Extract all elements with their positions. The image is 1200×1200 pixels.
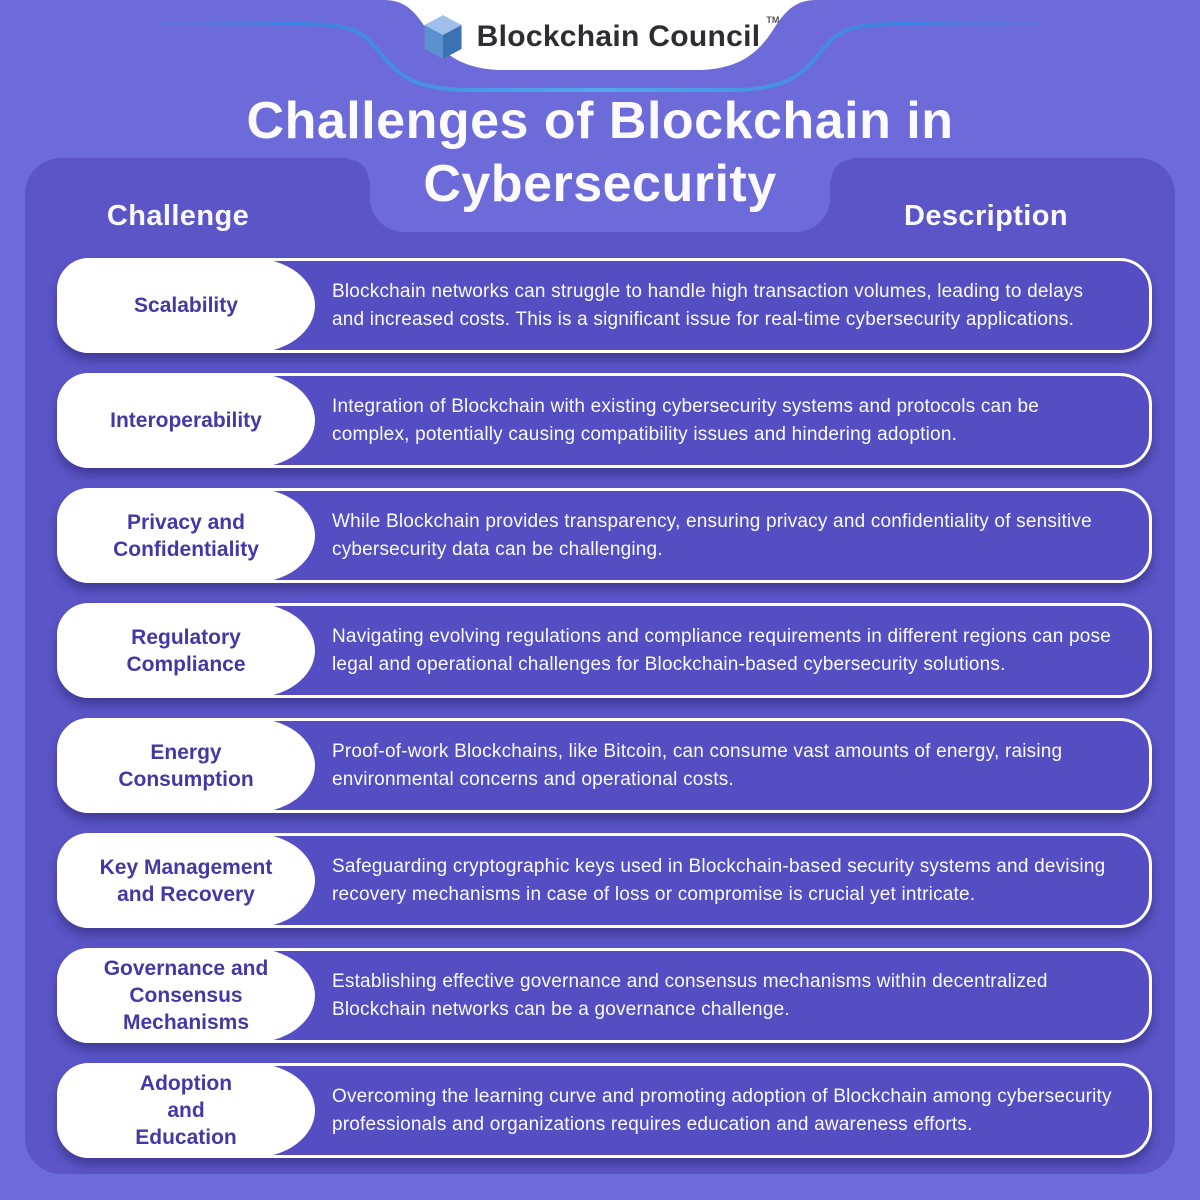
header-notch-decoration	[146, 0, 1054, 92]
challenge-label-line: Adoption	[139, 1072, 233, 1095]
row-description: Navigating evolving regulations and comp…	[332, 626, 1111, 675]
trademark-symbol: TM	[766, 15, 780, 25]
challenge-label-line: and Recovery	[117, 882, 255, 906]
challenge-label-line: Consumption	[118, 767, 254, 791]
tab-fillet-left	[348, 158, 370, 180]
challenge-label-line: Confidentiality	[113, 537, 259, 561]
challenge-pill: Interoperability	[57, 373, 315, 468]
challenge-pill: Scalability	[57, 258, 315, 353]
row-description: Proof-of-work Blockchains, like Bitcoin,…	[332, 741, 1063, 790]
challenge-label-line: Key Management	[99, 855, 273, 879]
challenge-label-line: Energy	[150, 740, 222, 764]
challenge-label-line: Privacy and	[127, 510, 245, 534]
challenge-label-line: and	[167, 1099, 205, 1122]
row-description: Overcoming the learning curve and promot…	[332, 1086, 1112, 1135]
brand-logo: Blockchain Council TM	[0, 13, 1200, 61]
challenge-label-line: Governance and	[103, 957, 269, 980]
notch-shape	[383, 0, 817, 70]
row-description: Establishing effective governance and co…	[332, 971, 1048, 1020]
column-header-description: Description	[904, 200, 1068, 232]
table-row: Key Management and Recovery Safeguarding …	[57, 833, 1152, 928]
page-title-line1: Challenges of Blockchain in	[246, 92, 954, 150]
challenge-label-line: Education	[135, 1126, 237, 1149]
challenge-label-line: Consensus	[129, 984, 243, 1007]
column-header-challenge: Challenge	[106, 200, 250, 232]
row-description: Integration of Blockchain with existing …	[332, 396, 1040, 445]
tab-fillet-right	[830, 158, 852, 180]
blockchain-cube-icon	[424, 15, 462, 59]
table-row: Interoperability Integration of Blockcha…	[57, 373, 1152, 468]
challenge-pill: Key Management and Recovery	[57, 833, 315, 928]
challenge-label-line: Scalability	[134, 294, 238, 317]
challenge-label-line: Regulatory	[131, 625, 241, 649]
accent-line	[146, 22, 1054, 92]
page-title: Challenges of Blockchain in Cybersecurit…	[0, 90, 1200, 216]
brand-name: Blockchain Council	[476, 20, 761, 53]
page-title-line2: Cybersecurity	[423, 155, 777, 213]
challenge-label-line: Mechanisms	[122, 1011, 250, 1034]
table-row: Scalability Blockchain networks can stru…	[57, 258, 1152, 353]
title-tab-shape	[370, 158, 830, 232]
row-description: While Blockchain provides transparency, …	[332, 511, 1092, 560]
row-description: Safeguarding cryptographic keys used in …	[332, 856, 1106, 905]
challenge-label-line: Compliance	[126, 652, 246, 676]
row-description: Blockchain networks can struggle to hand…	[332, 281, 1084, 330]
challenge-label-line: Interoperability	[110, 409, 262, 432]
rows: Scalability Blockchain networks can stru…	[57, 258, 1152, 1158]
